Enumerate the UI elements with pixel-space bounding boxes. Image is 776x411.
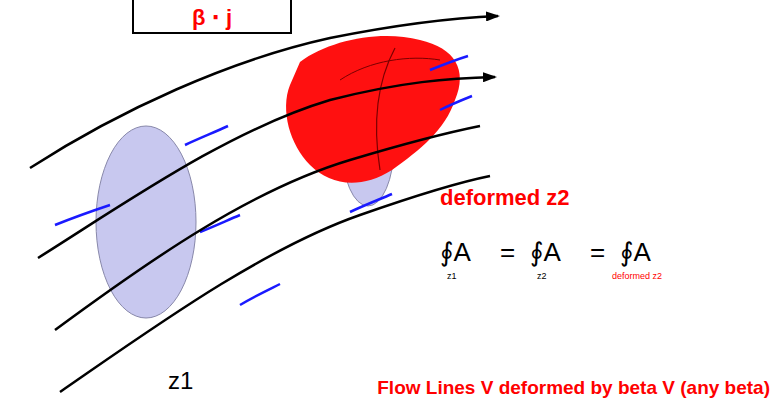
equals-sign: = [590, 238, 605, 267]
deformed-surface [286, 36, 460, 183]
flow-lines [30, 16, 498, 392]
header-box: β ⋅ j [132, 0, 292, 34]
integral: ∮A [440, 238, 471, 267]
caption-note: Flow Lines V deformed by beta V (any bet… [377, 378, 770, 399]
box-text: β ⋅ j [134, 0, 290, 32]
integral-subscript: z2 [537, 272, 547, 282]
surface-label: z1 [168, 368, 193, 394]
equals-sign: = [500, 238, 515, 267]
integral-subscript: z1 [447, 272, 457, 282]
integral-subscript: deformed z2 [612, 272, 662, 282]
integral: ∮A [530, 238, 561, 267]
surface-label: deformed z2 [440, 186, 570, 210]
flow-segments [55, 56, 472, 305]
integral: ∮A [620, 238, 651, 267]
